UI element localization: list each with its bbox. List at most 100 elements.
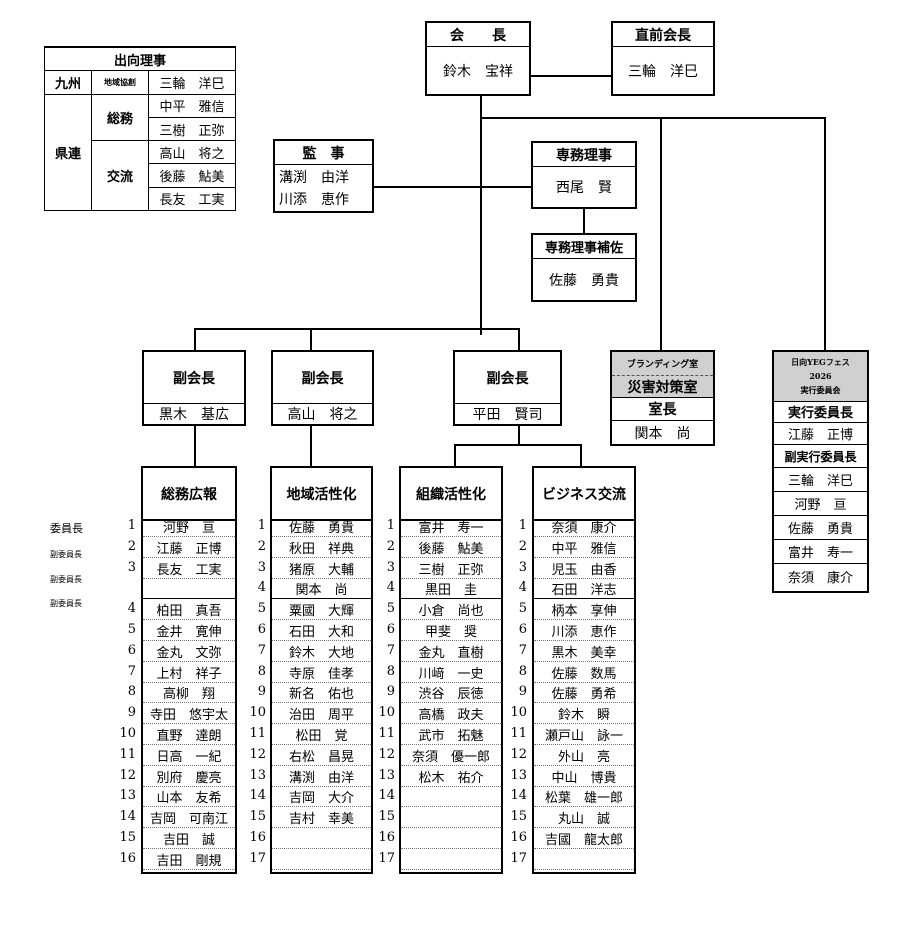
kyushu-sub: 地域協創 <box>91 70 149 95</box>
committee-member: 治田 周平 <box>272 704 371 725</box>
connector-line <box>194 328 520 330</box>
committee-member: 松田 覚 <box>272 725 371 745</box>
row-number: 16 <box>249 830 266 845</box>
auditor-box: 監 事 溝渕 由洋 川添 恵作 <box>273 139 374 213</box>
row-number: 11 <box>510 726 527 741</box>
vice-president-name: 平田 賢司 <box>472 407 543 423</box>
committee-member: 児玉 由香 <box>534 559 634 579</box>
connector-line <box>480 95 482 335</box>
exec-assistant-name: 佐藤 勇貴 <box>549 272 619 289</box>
row-number: 3 <box>257 559 266 575</box>
committee-member: 石田 大和 <box>272 621 371 641</box>
committee-member: 佐藤 数馬 <box>534 663 634 683</box>
committee-title: 総務広報 <box>143 468 235 521</box>
committee-member: 石田 洋志 <box>534 579 634 600</box>
committee-member: 松木 祐介 <box>401 767 501 787</box>
committee-title: 地域活性化 <box>272 468 371 521</box>
row-number: 1 <box>257 518 266 533</box>
committee-member: 直野 達朗 <box>143 725 235 745</box>
committee-member: 川﨑 一史 <box>401 663 501 683</box>
koryu-label: 交流 <box>91 140 149 211</box>
committee-member: 金丸 文弥 <box>143 642 235 662</box>
committee-member: 吉田 誠 <box>143 829 235 849</box>
branding-name: 関本 尚 <box>634 425 691 442</box>
row-number: 6 <box>257 622 266 637</box>
committee-member: 上村 祥子 <box>143 663 235 683</box>
committee-title: ビジネス交流 <box>534 468 634 521</box>
festival-box: 日向YEGフェス 2026 実行委員会 実行委員長 江藤 正博 副実行委員長 三… <box>772 350 869 593</box>
vice-president-title: 副会長 <box>273 352 372 404</box>
committee-member: 柄本 享伸 <box>534 600 634 621</box>
row-number: 6 <box>386 622 395 637</box>
committee-member: 右松 昌晃 <box>272 746 371 766</box>
committee-member: 松葉 雄一郎 <box>534 787 634 808</box>
row-number: 3 <box>518 559 527 575</box>
vice-president-name: 黒木 基広 <box>159 407 229 423</box>
committee-member: 新名 佑也 <box>272 683 371 704</box>
row-number: 10 <box>510 705 527 721</box>
koryu-name: 長友 工実 <box>148 186 236 212</box>
row-number: 15 <box>510 809 527 825</box>
connector-line <box>583 208 585 234</box>
president-box: 会 長 鈴木 宝祥 <box>425 21 531 96</box>
committee-title: 組織活性化 <box>401 468 501 521</box>
festival-vice-name: 三輪 洋巳 <box>774 468 867 492</box>
past-president-title: 直前会長 <box>613 23 713 47</box>
committee-member: 江藤 正博 <box>143 538 235 558</box>
past-president-box: 直前会長 三輪 洋巳 <box>611 21 715 96</box>
committee-member: 甲斐 奨 <box>401 621 501 641</box>
vice-president-title: 副会長 <box>144 352 244 404</box>
connector-line <box>518 425 520 445</box>
row-number: 9 <box>127 705 136 721</box>
row-number: 3 <box>127 559 136 575</box>
past-president-name: 三輪 洋巳 <box>628 63 698 80</box>
row-number: 17 <box>249 850 266 866</box>
committee-column: 総務広報河野 亘江藤 正博長友 工実柏田 真吾金井 寛伸金丸 文弥上村 祥子高柳… <box>141 466 237 874</box>
festival-vice-name: 佐藤 勇貴 <box>774 516 867 540</box>
festival-header: 日向YEGフェス 2026 実行委員会 <box>774 352 867 402</box>
connector-line <box>480 117 826 119</box>
festival-chair-label: 実行委員長 <box>774 401 867 423</box>
row-number <box>112 578 136 598</box>
connector-line <box>580 444 582 468</box>
committee-member: 中山 博貴 <box>534 767 634 787</box>
row-number: 14 <box>378 788 395 804</box>
festival-year: 2026 <box>809 371 832 381</box>
row-number: 13 <box>119 788 136 804</box>
festival-vice-name: 奈須 康介 <box>787 570 853 586</box>
committee-member: 川添 恵作 <box>534 621 634 641</box>
row-number: 14 <box>119 809 136 825</box>
row-number: 1 <box>127 518 136 533</box>
row-number: 14 <box>510 788 527 804</box>
row-number: 12 <box>119 767 136 783</box>
committee-member: 渋谷 辰徳 <box>401 683 501 704</box>
committee-member <box>272 850 371 870</box>
exec-assistant-title: 専務理事補佐 <box>533 235 635 259</box>
connector-line <box>310 328 312 351</box>
committee-member: 長友 工実 <box>143 559 235 579</box>
row-number: 11 <box>378 726 395 741</box>
somu-name: 中平 雅信 <box>148 93 236 118</box>
role-label: 副委員長 <box>50 599 82 608</box>
row-number: 8 <box>127 684 136 700</box>
committee-member <box>401 850 501 870</box>
kyushu-name: 三輪 洋巳 <box>148 70 236 95</box>
row-number: 11 <box>119 746 136 762</box>
row-number: 13 <box>378 767 395 783</box>
row-number: 3 <box>386 559 395 575</box>
row-number: 8 <box>257 663 266 679</box>
connector-line <box>529 75 613 77</box>
row-number: 5 <box>386 601 395 617</box>
row-number: 16 <box>119 850 136 866</box>
branding-subtitle: 災害対策室 <box>612 375 713 398</box>
row-number: 17 <box>378 850 395 866</box>
row-number: 1 <box>386 518 395 533</box>
president-title: 会 長 <box>427 23 529 47</box>
row-number: 2 <box>518 538 527 554</box>
vice-president-name: 高山 将之 <box>287 407 358 423</box>
committee-member: 佐藤 勇貴 <box>272 517 371 537</box>
exec-director-name: 西尾 賢 <box>556 180 612 196</box>
row-number: 7 <box>386 642 395 658</box>
row-number: 1 <box>518 518 527 533</box>
committee-member: 鈴木 瞬 <box>534 704 634 725</box>
